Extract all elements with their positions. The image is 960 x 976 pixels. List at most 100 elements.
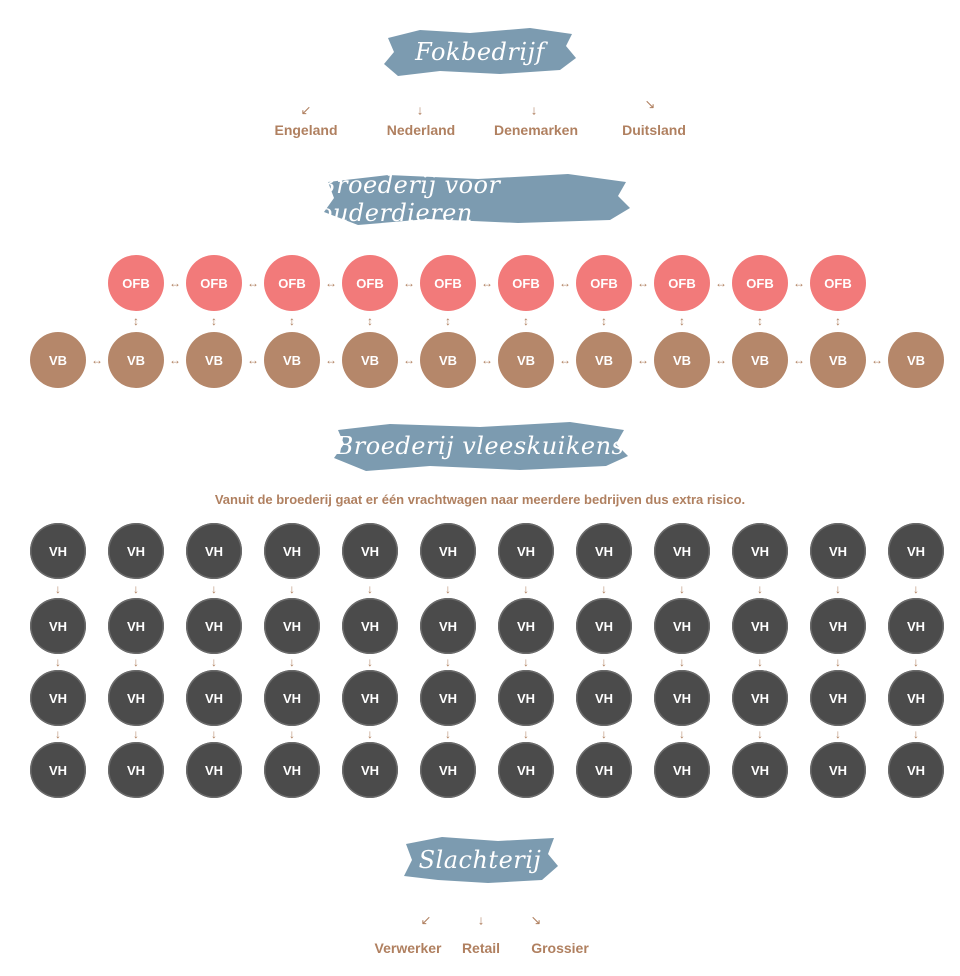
vh-node: VH <box>30 598 86 654</box>
country-label: Engeland <box>274 122 338 138</box>
vh-node: VH <box>498 670 554 726</box>
arrow-down-icon: ↓ <box>477 912 485 928</box>
link-down-icon: ↓ <box>523 727 529 741</box>
vh-node: VH <box>810 670 866 726</box>
output-label: Retail <box>461 940 501 956</box>
link-down-icon: ↓ <box>367 581 373 596</box>
ofb-node: OFB <box>654 255 710 311</box>
vb-node: VB <box>576 332 632 388</box>
link-down-icon: ↓ <box>913 727 919 741</box>
vh-node: VH <box>186 670 242 726</box>
link-down-icon: ↓ <box>601 727 607 741</box>
output-label: Verwerker <box>374 940 442 956</box>
ofb-node: OFB <box>732 255 788 311</box>
link-horizontal-icon: ↔ <box>793 353 805 367</box>
link-down-icon: ↓ <box>679 727 685 741</box>
vh-node: VH <box>108 742 164 798</box>
vh-node: VH <box>888 598 944 654</box>
vh-node: VH <box>342 523 398 579</box>
vh-node: VH <box>342 598 398 654</box>
ofb-node: OFB <box>264 255 320 311</box>
link-down-icon: ↓ <box>211 655 217 669</box>
vh-node: VH <box>186 523 242 579</box>
vb-node: VB <box>732 332 788 388</box>
vh-node: VH <box>264 670 320 726</box>
arrow-down-right-icon: ↘ <box>644 96 656 112</box>
vh-node: VH <box>498 742 554 798</box>
link-down-icon: ↓ <box>445 727 451 741</box>
country-label: Nederland <box>386 122 456 138</box>
vh-node: VH <box>420 598 476 654</box>
vh-node: VH <box>186 742 242 798</box>
vh-node: VH <box>264 598 320 654</box>
vh-node: VH <box>30 670 86 726</box>
vh-node: VH <box>654 742 710 798</box>
vh-node: VH <box>888 670 944 726</box>
vb-node: VB <box>342 332 398 388</box>
link-horizontal-icon: ↔ <box>715 276 727 290</box>
link-vertical-icon: ↕ <box>445 314 451 328</box>
link-down-icon: ↓ <box>835 727 841 741</box>
ofb-node: OFB <box>498 255 554 311</box>
banner-title: Slachterij <box>418 846 542 874</box>
vh-node: VH <box>732 742 788 798</box>
vh-node: VH <box>108 598 164 654</box>
vb-node: VB <box>498 332 554 388</box>
link-down-icon: ↓ <box>679 655 685 669</box>
vh-node: VH <box>654 598 710 654</box>
link-down-icon: ↓ <box>55 727 61 741</box>
link-down-icon: ↓ <box>601 581 607 596</box>
link-down-icon: ↓ <box>289 655 295 669</box>
link-vertical-icon: ↕ <box>211 314 217 328</box>
link-vertical-icon: ↕ <box>523 314 529 328</box>
vb-node: VB <box>30 332 86 388</box>
vh-node: VH <box>810 598 866 654</box>
vh-node: VH <box>420 742 476 798</box>
brush-stroke <box>404 837 558 883</box>
vh-node: VH <box>732 598 788 654</box>
vb-node: VB <box>810 332 866 388</box>
ofb-node: OFB <box>420 255 476 311</box>
link-horizontal-icon: ↔ <box>403 353 415 367</box>
vh-node: VH <box>810 523 866 579</box>
link-down-icon: ↓ <box>913 655 919 669</box>
link-horizontal-icon: ↔ <box>871 353 883 367</box>
link-horizontal-icon: ↔ <box>481 276 493 290</box>
banner-broederij-ouderdieren: Broederij voor ouderdieren <box>318 170 634 228</box>
link-down-icon: ↓ <box>523 581 529 596</box>
risk-note: Vanuit de broederij gaat er één vrachtwa… <box>214 492 746 507</box>
link-down-icon: ↓ <box>55 581 61 596</box>
country-label: Duitsland <box>622 122 686 138</box>
link-down-icon: ↓ <box>757 581 763 596</box>
link-horizontal-icon: ↔ <box>169 353 181 367</box>
link-horizontal-icon: ↔ <box>325 276 337 290</box>
country-label: Denemarken <box>493 122 579 138</box>
link-horizontal-icon: ↔ <box>559 353 571 367</box>
link-vertical-icon: ↕ <box>835 314 841 328</box>
vh-node: VH <box>30 742 86 798</box>
arrow-down-icon: ↓ <box>416 102 424 118</box>
vh-node: VH <box>498 598 554 654</box>
link-down-icon: ↓ <box>367 727 373 741</box>
link-horizontal-icon: ↔ <box>403 276 415 290</box>
link-horizontal-icon: ↔ <box>715 353 727 367</box>
vh-node: VH <box>498 523 554 579</box>
vh-node: VH <box>420 670 476 726</box>
link-vertical-icon: ↕ <box>601 314 607 328</box>
link-horizontal-icon: ↔ <box>559 276 571 290</box>
link-down-icon: ↓ <box>913 581 919 596</box>
link-vertical-icon: ↕ <box>289 314 295 328</box>
banner-title: Broederij vleeskuikens <box>335 432 625 460</box>
ofb-node: OFB <box>186 255 242 311</box>
arrow-down-icon: ↓ <box>530 102 538 118</box>
vh-node: VH <box>30 523 86 579</box>
banner-title: Fokbedrijf <box>415 38 545 66</box>
link-down-icon: ↓ <box>367 655 373 669</box>
vh-node: VH <box>342 670 398 726</box>
banner-fokbedrijf: Fokbedrijf <box>380 24 580 80</box>
link-horizontal-icon: ↔ <box>793 276 805 290</box>
ofb-node: OFB <box>108 255 164 311</box>
link-down-icon: ↓ <box>55 655 61 669</box>
vb-node: VB <box>420 332 476 388</box>
vh-node: VH <box>108 523 164 579</box>
